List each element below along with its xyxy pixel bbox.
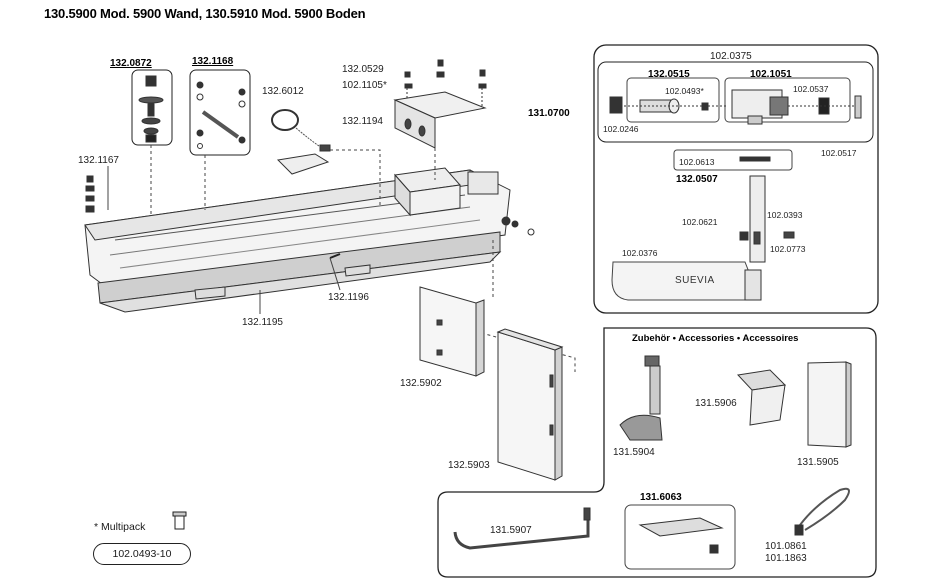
label-132-0515: 132.0515 xyxy=(648,69,690,80)
label-132-1195: 132.1195 xyxy=(242,317,283,328)
accessories-header: Zubehör • Accessories • Accessoires xyxy=(632,333,799,344)
valve-group-box xyxy=(593,44,879,314)
label-131-5905: 131.5905 xyxy=(797,457,839,468)
valve-housing xyxy=(394,167,499,217)
part-132-1194-bracket xyxy=(393,59,487,149)
part-132-6012-group xyxy=(271,109,331,175)
right-screws xyxy=(501,216,535,236)
label-131-6063: 131.6063 xyxy=(640,492,682,503)
accessories-box xyxy=(437,327,877,578)
label-131-0700: 131.0700 xyxy=(528,108,570,119)
label-102-1051: 102.1051 xyxy=(750,69,792,80)
label-102-0621: 102.0621 xyxy=(682,217,718,227)
label-132-6012: 132.6012 xyxy=(262,86,304,97)
panel-132-5902 xyxy=(419,286,485,377)
label-102-0537: 102.0537 xyxy=(793,84,829,94)
label-131-5907: 131.5907 xyxy=(490,525,532,536)
label-102-0393: 102.0393 xyxy=(767,210,803,220)
label-132-0507: 132.0507 xyxy=(676,174,718,185)
multipack-label: * Multipack xyxy=(94,521,146,533)
label-102-0375: 102.0375 xyxy=(710,51,752,62)
part-132-0872-group xyxy=(131,69,173,146)
left-screws xyxy=(85,175,95,213)
solid-leaders xyxy=(107,166,341,314)
label-102-0493: 102.0493* xyxy=(665,86,704,96)
label-132-1194: 132.1194 xyxy=(342,116,383,127)
label-131-5906: 131.5906 xyxy=(695,398,737,409)
brand-plate-text: SUEVIA xyxy=(675,275,715,286)
page-title: 130.5900 Mod. 5900 Wand, 130.5910 Mod. 5… xyxy=(44,6,366,21)
label-132-5902: 132.5902 xyxy=(400,378,442,389)
label-102-1105: 102.1105* xyxy=(342,80,387,91)
label-132-1196: 132.1196 xyxy=(328,292,369,303)
label-132-5903: 132.5903 xyxy=(448,460,490,471)
part-132-1168-group xyxy=(189,69,251,156)
label-131-5904: 131.5904 xyxy=(613,447,655,458)
panel-132-5903 xyxy=(496,328,564,481)
label-102-0517: 102.0517 xyxy=(821,148,857,158)
label-132-0529: 132.0529 xyxy=(342,64,384,75)
label-102-0376: 102.0376 xyxy=(622,248,658,258)
multipack-icon xyxy=(172,511,187,530)
label-132-1167: 132.1167 xyxy=(78,155,119,166)
label-102-0773: 102.0773 xyxy=(770,244,806,254)
label-102-0613: 102.0613 xyxy=(679,157,715,167)
label-102-0246: 102.0246 xyxy=(603,124,639,134)
label-101-1863: 101.1863 xyxy=(765,553,807,564)
multipack-part-number: 102.0493-10 xyxy=(93,543,191,565)
label-101-0861: 101.0861 xyxy=(765,541,807,552)
label-132-1168: 132.1168 xyxy=(192,56,234,67)
label-132-0872: 132.0872 xyxy=(110,58,152,69)
